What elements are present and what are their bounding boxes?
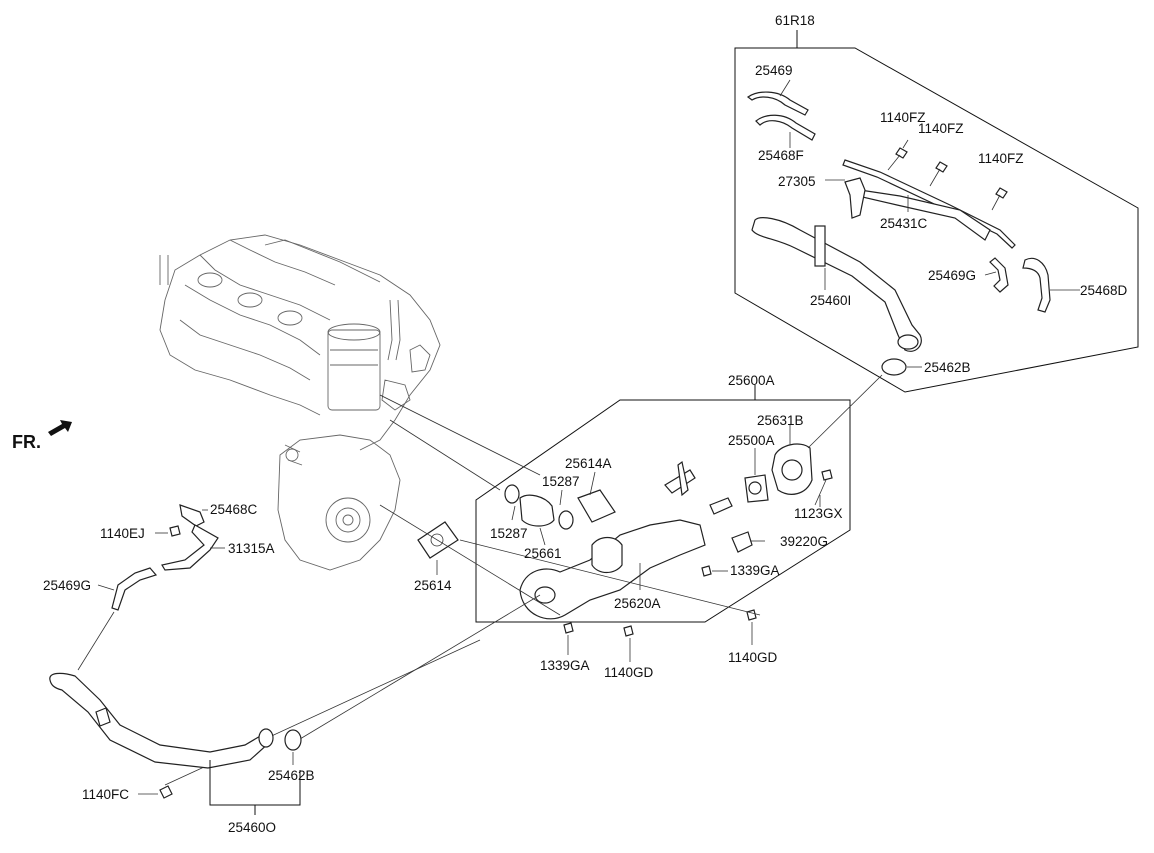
callout-25460I: 25460I bbox=[810, 293, 851, 308]
callout-25462B-bottom: 25462B bbox=[268, 768, 315, 783]
callout-15287-b: 15287 bbox=[490, 526, 528, 541]
callout-1140FZ-c: 1140FZ bbox=[978, 151, 1024, 166]
front-arrow-icon bbox=[48, 420, 72, 436]
callout-25614A: 25614A bbox=[565, 456, 612, 471]
callout-1140EJ: 1140EJ bbox=[100, 526, 145, 541]
callout-1140GD-a: 1140GD bbox=[604, 665, 654, 680]
assembly-61R18: 61R18 25469 25468F 1140FZ bbox=[734, 13, 1139, 393]
callout-1339GA-bottom: 1339GA bbox=[540, 658, 590, 673]
callout-25620A: 25620A bbox=[614, 596, 661, 611]
engine-block bbox=[159, 234, 441, 571]
callout-25500A: 25500A bbox=[728, 433, 775, 448]
callout-25468D: 25468D bbox=[1080, 283, 1128, 298]
callout-1140FZ-a: 1140FZ bbox=[880, 110, 926, 125]
callout-25468C: 25468C bbox=[210, 502, 258, 517]
callout-25469G-top: 25469G bbox=[928, 268, 976, 283]
callout-1123GX: 1123GX bbox=[794, 506, 843, 521]
callout-25600A: 25600A bbox=[728, 373, 775, 388]
callout-15287-a: 15287 bbox=[542, 474, 580, 489]
callout-25469G-left: 25469G bbox=[43, 578, 91, 593]
callout-25631B: 25631B bbox=[757, 413, 804, 428]
callout-25661: 25661 bbox=[524, 546, 562, 561]
lower-pipe-group: 25468C 1140EJ 31315A 25469G 25462B 1140F… bbox=[43, 502, 315, 835]
callout-25469: 25469 bbox=[755, 63, 793, 78]
callout-1140GD-b: 1140GD bbox=[728, 650, 778, 665]
assembly-25600A: 25600A bbox=[475, 373, 851, 662]
callout-25431C: 25431C bbox=[880, 216, 928, 231]
callout-1140FC: 1140FC bbox=[82, 787, 129, 802]
callout-1339GA-right: 1339GA bbox=[730, 563, 780, 578]
callout-31315A: 31315A bbox=[228, 541, 275, 556]
o-ring-top: 25462B bbox=[881, 358, 971, 376]
callout-25460O: 25460O bbox=[228, 820, 276, 835]
gasket-25614: 25614 bbox=[414, 521, 459, 593]
front-direction-indicator: FR. bbox=[12, 420, 72, 452]
callout-39220G: 39220G bbox=[780, 534, 828, 549]
front-label: FR. bbox=[12, 432, 41, 452]
callout-27305: 27305 bbox=[778, 174, 816, 189]
callout-25468F: 25468F bbox=[758, 148, 804, 163]
callout-1140FZ-b: 1140FZ bbox=[918, 121, 964, 136]
callout-61R18: 61R18 bbox=[775, 13, 815, 28]
callout-25614: 25614 bbox=[414, 578, 452, 593]
callout-25462B-top: 25462B bbox=[924, 360, 971, 375]
